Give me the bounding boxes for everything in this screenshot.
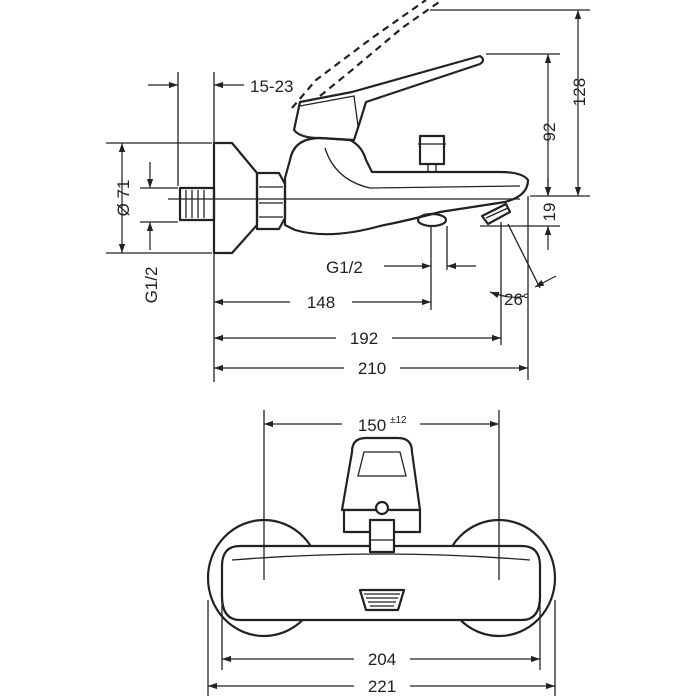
- spout-outlet-front: [358, 588, 406, 612]
- dim-angle-label: 26°: [504, 290, 530, 309]
- dim-centers-label: 150: [358, 416, 386, 435]
- dim-204-label: 204: [368, 650, 396, 669]
- shower-outlet: [416, 212, 448, 228]
- mixer-body-front: [220, 544, 542, 622]
- dim-centers-tolerance: ±12: [390, 415, 407, 426]
- inlet-stub: [178, 186, 216, 222]
- lever-raised-position: [291, 0, 427, 109]
- spout-aerator: [480, 202, 512, 226]
- body-contour: [324, 147, 521, 189]
- diverter-knob-front: [374, 500, 390, 516]
- wall-flange: [212, 141, 259, 255]
- dim-diameter-label: Ø 71: [114, 180, 133, 217]
- dim-221-label: 221: [368, 677, 396, 696]
- dim-92-label: 92: [540, 123, 559, 142]
- hex-nut: [255, 171, 287, 231]
- diverter-stem-front: [368, 518, 396, 554]
- side-view: 15-23 Ø 71 G1/2 G1/2 148 192 210 128 92: [106, 0, 590, 382]
- lever-handle: [292, 54, 485, 142]
- dim-192-label: 192: [350, 329, 378, 348]
- dim-inlet-thread-label: G1/2: [142, 267, 161, 304]
- dim-210-label: 210: [358, 359, 386, 378]
- dim-148-label: 148: [307, 293, 335, 312]
- dim-wall-offset-label: 15-23: [250, 77, 293, 96]
- diverter-knob: [418, 134, 446, 166]
- front-view: 150 ±12 204 221: [206, 410, 557, 696]
- dim-128-label: 128: [570, 78, 589, 106]
- lever-handle-front: [340, 436, 422, 512]
- dim-outlet-thread-label: G1/2: [326, 258, 363, 277]
- dim-angle-arc: [489, 291, 525, 299]
- dim-19-label: 19: [540, 203, 559, 222]
